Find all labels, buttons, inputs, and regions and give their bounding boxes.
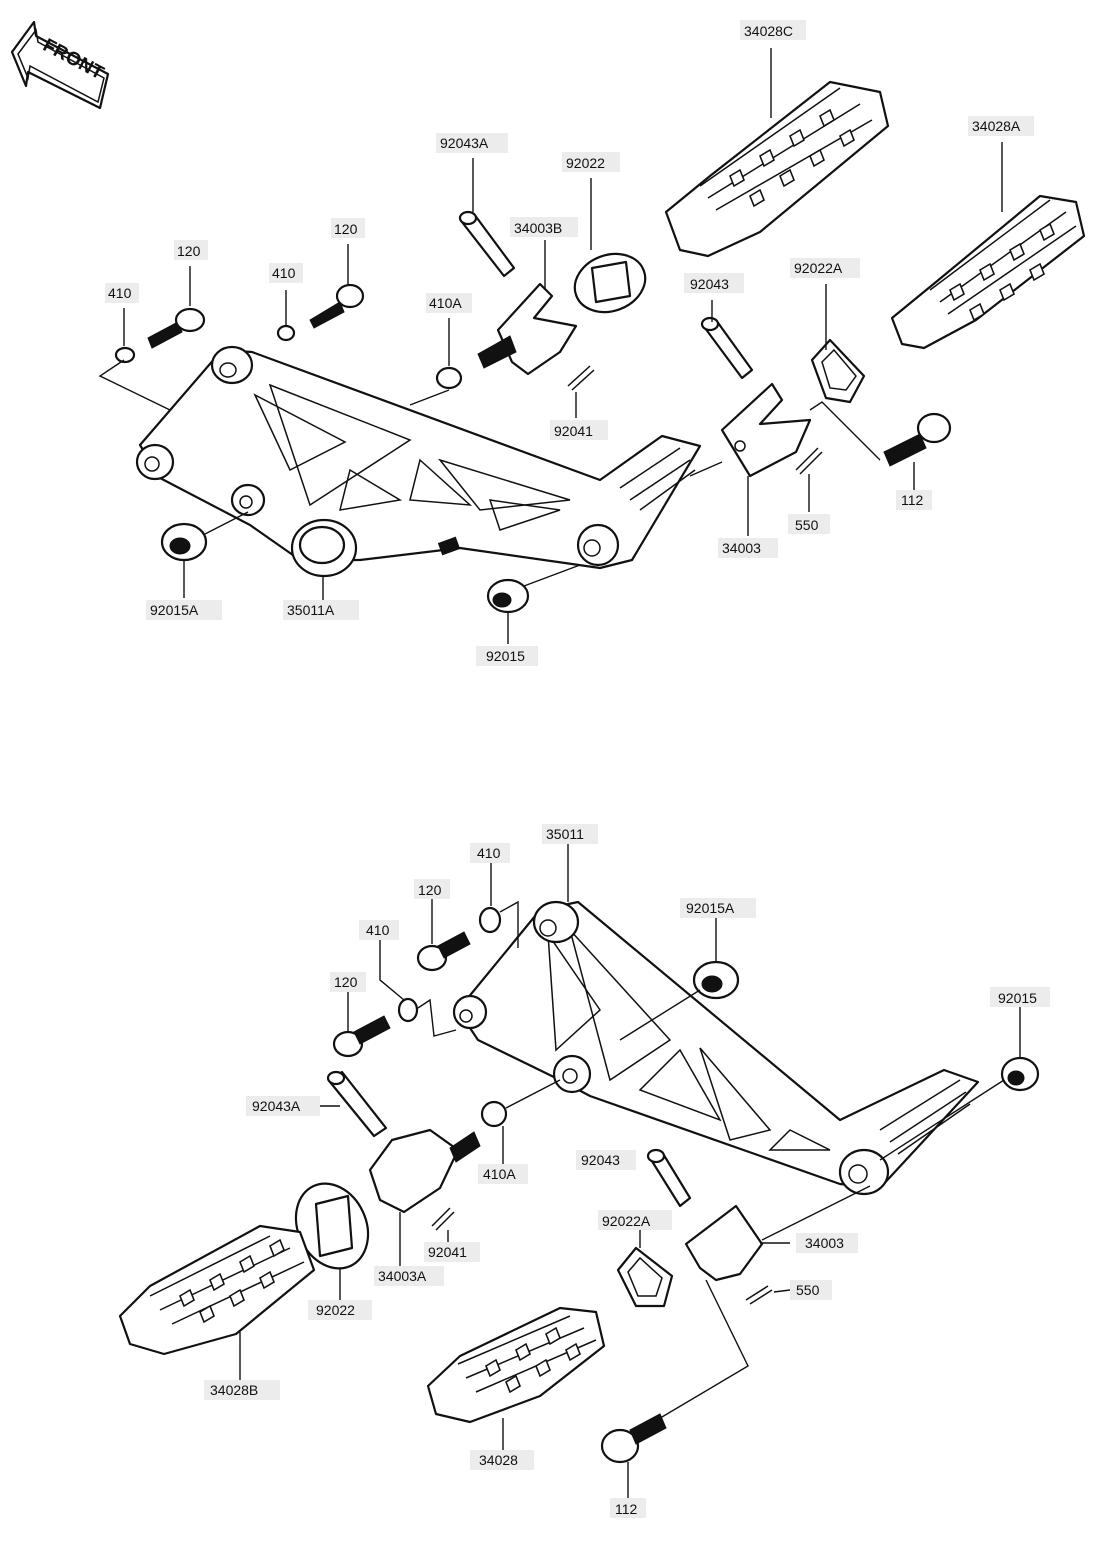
- label-410-left: 410: [108, 285, 132, 301]
- top-bolt-120-left: [147, 307, 206, 349]
- top-bolt-120-right: [309, 283, 365, 329]
- label-92015: 92015: [998, 990, 1037, 1006]
- label-34003: 34003: [805, 1235, 844, 1251]
- label-92022A: 92022A: [794, 260, 843, 276]
- top-bracket-35011A: [135, 345, 702, 578]
- bottom-holder-34003A: [368, 1128, 481, 1214]
- bottom-holder-34003: [684, 1204, 764, 1282]
- top-cotter-92041: [567, 365, 595, 391]
- bottom-washer-410A: [480, 1100, 508, 1128]
- bottom-part-labels: 35011 410 120 410 120 92015A 92015 92043…: [204, 824, 1050, 1518]
- top-leader-lines: [98, 48, 1003, 644]
- label-92043: 92043: [581, 1152, 620, 1168]
- top-washer-410-left: [114, 346, 136, 364]
- bottom-cotter-550: [745, 1285, 773, 1305]
- bottom-bolt-120-lower: [332, 1015, 391, 1058]
- label-35011: 35011: [546, 826, 584, 842]
- top-holder-34003: [720, 382, 812, 478]
- label-92043A: 92043A: [252, 1098, 301, 1114]
- bottom-rubber-92022A: [616, 1246, 674, 1308]
- top-pin-92043: [700, 316, 754, 380]
- label-120-right: 120: [334, 221, 358, 237]
- bottom-bolt-112: [600, 1413, 667, 1464]
- label-34028B: 34028B: [210, 1382, 258, 1398]
- bottom-collar-92015: [1000, 1056, 1040, 1092]
- label-92041: 92041: [428, 1244, 467, 1260]
- label-120-upper: 120: [418, 882, 442, 898]
- bottom-footpeg-34028B: [118, 1224, 316, 1356]
- bottom-pin-92043A: [326, 1070, 388, 1138]
- front-arrow-icon: FRONT: [10, 20, 110, 110]
- bottom-bracket-35011: [452, 900, 980, 1196]
- bottom-leader-lines: [239, 842, 1021, 1498]
- label-35011A: 35011A: [287, 602, 335, 618]
- label-34028: 34028: [479, 1452, 518, 1468]
- label-410-lower: 410: [366, 922, 390, 938]
- bottom-cotter-92041: [431, 1207, 455, 1231]
- bottom-bolt-120-upper: [416, 931, 471, 972]
- top-bolt-112: [883, 412, 952, 467]
- label-112: 112: [901, 492, 924, 508]
- bottom-washer-410-upper: [478, 906, 502, 934]
- label-120-left: 120: [177, 243, 201, 259]
- top-holder-34003B: [477, 282, 578, 376]
- label-92015: 92015: [486, 648, 525, 664]
- label-92041: 92041: [554, 423, 593, 439]
- bottom-pin-92043: [646, 1148, 692, 1208]
- label-92022: 92022: [566, 155, 605, 171]
- label-92043A: 92043A: [440, 135, 489, 151]
- label-410-upper: 410: [477, 845, 501, 861]
- label-410A: 410A: [429, 295, 462, 311]
- label-34003B: 34003B: [514, 220, 562, 236]
- top-cotter-550: [795, 447, 823, 475]
- label-550: 550: [796, 1282, 820, 1298]
- label-410A: 410A: [483, 1166, 516, 1182]
- label-92015A: 92015A: [150, 602, 199, 618]
- label-92022A: 92022A: [602, 1213, 651, 1229]
- bottom-footpeg-34028: [426, 1306, 606, 1424]
- top-collar-92015A: [160, 522, 208, 562]
- top-rubber-92022A: [810, 338, 866, 404]
- bottom-spring-92022: [294, 1182, 370, 1270]
- label-410-right: 410: [272, 265, 296, 281]
- top-pin-92043A: [458, 210, 516, 278]
- label-92015A: 92015A: [686, 900, 735, 916]
- label-92043: 92043: [690, 276, 729, 292]
- bottom-washer-410-lower: [397, 997, 419, 1023]
- top-footpeg-34028A: [890, 194, 1086, 350]
- top-part-labels: 34028C 34028A 92043A 92022 34003B 120 12…: [105, 20, 1034, 666]
- top-washer-410-right: [276, 324, 296, 342]
- label-92022: 92022: [316, 1302, 355, 1318]
- label-120-lower: 120: [334, 974, 358, 990]
- label-550: 550: [795, 517, 819, 533]
- label-34003A: 34003A: [378, 1268, 427, 1284]
- top-spring-92022: [573, 252, 647, 314]
- label-112: 112: [615, 1501, 638, 1517]
- top-collar-92015: [486, 578, 530, 614]
- label-34003: 34003: [722, 540, 761, 556]
- label-34028A: 34028A: [972, 118, 1021, 134]
- top-washer-410A: [435, 366, 463, 390]
- label-34028C: 34028C: [744, 23, 793, 39]
- top-footpeg-34028C: [664, 80, 890, 258]
- bottom-collar-92015A: [692, 960, 740, 1000]
